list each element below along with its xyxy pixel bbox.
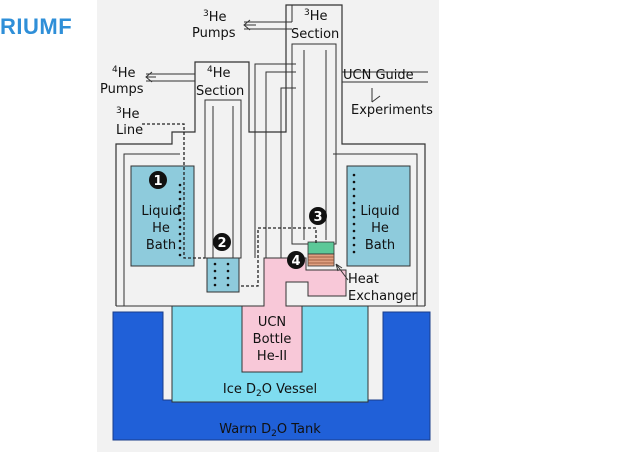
he3-section-label-line2: Section [291,27,339,42]
svg-text:He: He [371,221,389,236]
marker-1: 1 [149,171,167,189]
ucn-bottle [241,257,347,373]
svg-text:Bath: Bath [146,238,176,253]
right-liquid-he-bath [346,165,411,267]
he3-section-label: 3He [304,8,328,24]
svg-text:UCN: UCN [258,315,286,330]
he4-pot [206,257,240,293]
he4-pumps-label-line2: Pumps [100,82,144,97]
warm-tank-label: Warm D2O Tank [219,422,321,439]
warm-d2o-tank [112,311,431,441]
ucn-guide-label: UCN Guide [343,68,414,83]
left-bath-label: Liquid He Bath [141,204,180,253]
he3-pumps-label-line2: Pumps [192,26,236,41]
marker-2: 2 [213,233,231,251]
he3-line-label-line2: Line [116,123,143,138]
svg-text:2: 2 [217,236,226,251]
marker-3: 3 [309,207,327,225]
svg-text:Bottle: Bottle [253,332,292,347]
he3-line-label: 3He [116,106,140,122]
he3-pot [307,241,335,255]
svg-text:Liquid: Liquid [141,204,180,219]
svg-text:4: 4 [291,254,300,269]
he3-pumps-label: 3He [203,9,227,25]
he4-section-label-line2: Section [196,84,244,99]
triumf-logo: RIUMF [0,14,73,39]
svg-text:Bath: Bath [365,238,395,253]
he3-line [142,123,205,259]
he4-section-label: 4He [207,65,231,81]
he4-pumps-label: 4He [112,65,136,81]
bath-dots [178,173,356,287]
svg-text:3: 3 [313,210,322,225]
svg-text:He-II: He-II [257,349,287,364]
heat-exchanger-label: Heat Exchanger [348,272,418,304]
svg-text:He: He [152,221,170,236]
experiments-label: Experiments [351,103,433,118]
svg-text:1: 1 [153,174,162,189]
svg-text:Heat: Heat [348,272,379,287]
ucn-bottle-label: UCN Bottle He-II [253,315,292,364]
right-bath-label: Liquid He Bath [360,204,399,253]
ice-vessel-label: Ice D2O Vessel [223,382,317,399]
svg-text:Liquid: Liquid [360,204,399,219]
marker-4: 4 [287,251,305,269]
svg-text:Exchanger: Exchanger [348,289,418,304]
cryostat-outline [115,4,426,306]
